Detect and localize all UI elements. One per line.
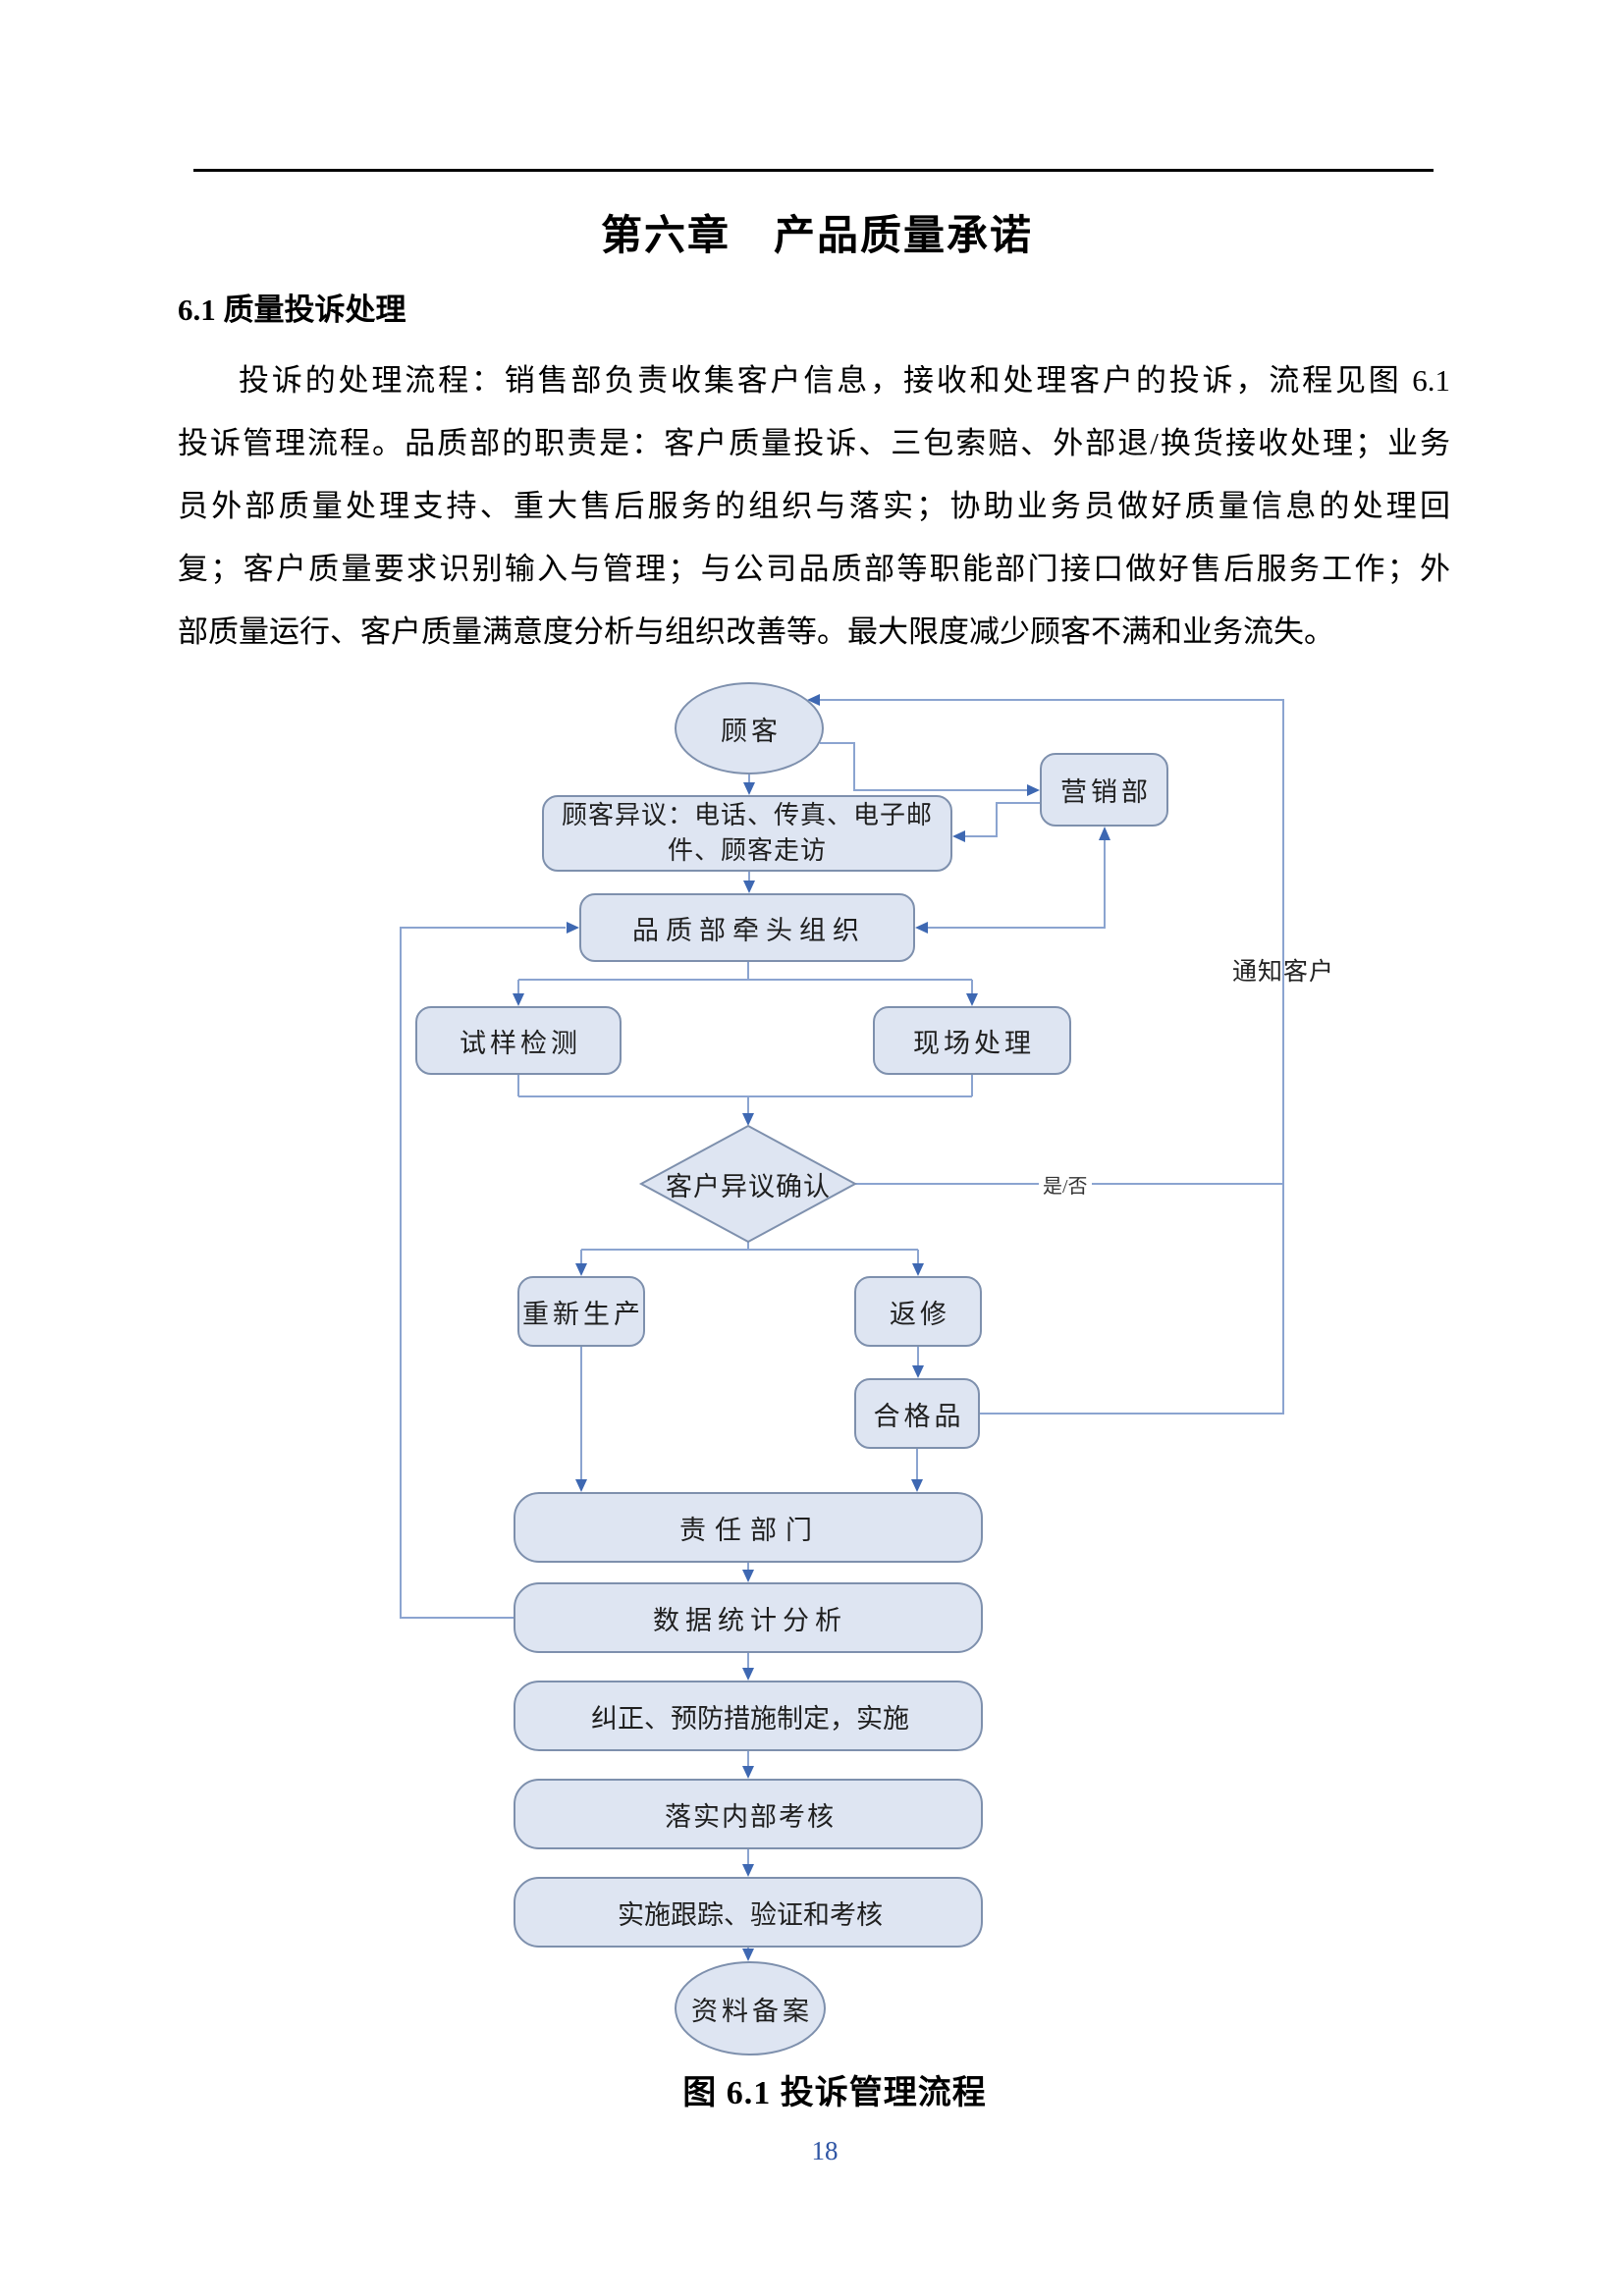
node-onsite: 现场处理: [873, 1006, 1071, 1075]
body-paragraph: 投诉的处理流程：销售部负责收集客户信息，接收和处理客户的投诉，流程见图 6.1 …: [178, 349, 1450, 664]
label-notify-customer: 通知客户: [1232, 959, 1335, 986]
connector-diamond-split: [580, 1242, 919, 1264]
paragraph-line: 员外部质量处理支持、重大售后服务的组织与落实；协助业务员做好质量信息的处理回: [178, 489, 1450, 523]
paragraph-line: 部质量运行、客户质量满意度分析与组织改善等。最大限度减少顾客不满和业务流失。: [178, 614, 1334, 649]
node-repair: 返修: [854, 1276, 982, 1347]
connector-merge-diamond: [517, 1075, 973, 1114]
node-marketing: 营销部: [1040, 753, 1168, 827]
node-corrective: 纠正、预防措施制定，实施: [514, 1681, 983, 1751]
page-number: 18: [811, 2136, 839, 2165]
connector-qualified-notify-customer: [819, 699, 1284, 1415]
paragraph-line: 投诉的处理流程：销售部负责收集客户信息，接收和处理客户的投诉，流程见图 6.1: [239, 363, 1450, 398]
node-qualified: 合格品: [854, 1378, 980, 1449]
node-quality-lead: 品质部牵头组织: [579, 893, 915, 962]
connector-statistics-quality-loop: [400, 927, 566, 1619]
connector-quality-split: [517, 962, 973, 994]
connector-quality-marketing: [927, 838, 1106, 929]
node-customer: 顾客: [675, 682, 824, 774]
node-tracking: 实施跟踪、验证和考核: [514, 1877, 983, 1948]
node-responsible: 责任部门: [514, 1492, 983, 1563]
decision-diamond: [638, 1124, 858, 1244]
chapter-title: 第六章 产品质量承诺: [600, 212, 1033, 258]
node-archive: 资料备案: [675, 1961, 826, 2056]
section-heading: 6.1 质量投诉处理: [178, 293, 406, 327]
paragraph-line: 复；客户质量要求识别输入与管理；与公司品质部等职能部门接口做好售后服务工作；外: [178, 552, 1450, 586]
node-sample-test: 试样检测: [415, 1006, 622, 1075]
connector-customer-marketing: [820, 742, 1028, 791]
arrowheads: [513, 694, 1110, 1961]
node-statistics: 数据统计分析: [514, 1582, 983, 1653]
node-reproduce: 重新生产: [517, 1276, 645, 1347]
header-rule: [193, 169, 1434, 172]
paragraph-line: 投诉管理流程。品质部的职责是：客户质量投诉、三包索赔、外部退/换货接收处理；业务: [178, 426, 1450, 460]
figure-caption: 图 6.1 投诉管理流程: [682, 2075, 987, 2111]
node-objection: 顾客异议：电话、传真、电子邮 件、顾客走访: [542, 795, 952, 872]
node-assessment: 落实内部考核: [514, 1779, 983, 1849]
connector-marketing-objection: [964, 802, 1040, 837]
label-yes-no: 是/否: [1039, 1170, 1092, 1199]
node-confirm: 客户异议确认: [666, 1171, 831, 1201]
